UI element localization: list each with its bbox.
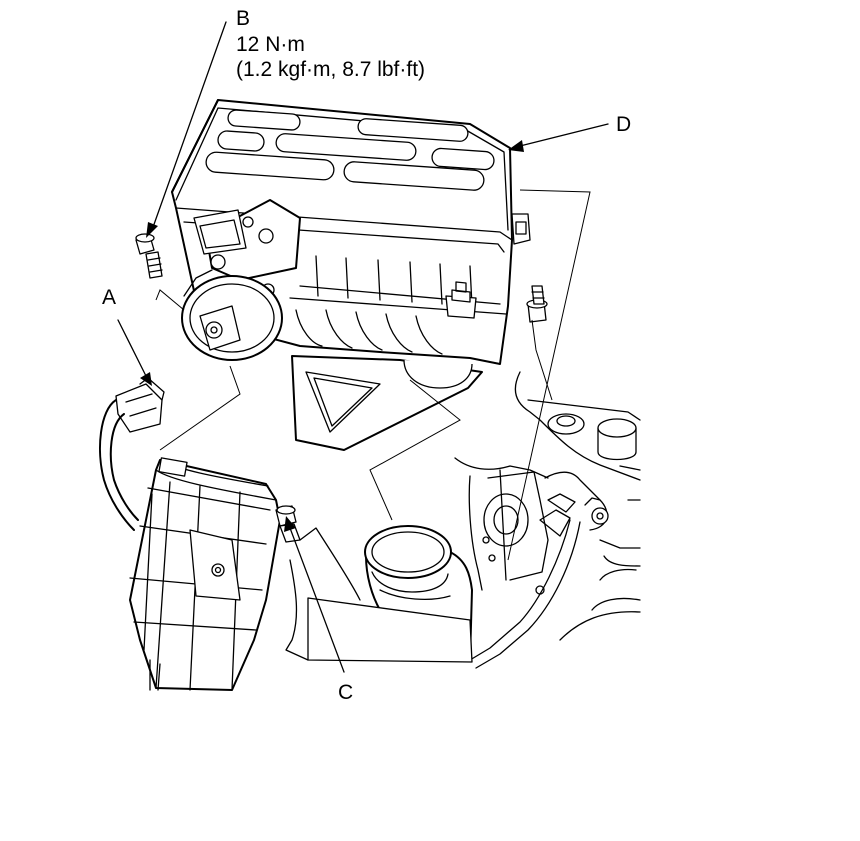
callout-label-b: B [236,7,251,30]
torque-spec-alt: (1.2 kgf·m, 8.7 lbf·ft) [236,58,426,81]
bolt-b [135,233,163,279]
arrow-c-head [284,516,296,532]
arrow-a-head [140,372,152,386]
callout-label-d: D [616,113,632,136]
arrow-d-head [508,140,524,152]
engine-compartment [454,371,641,669]
torque-spec: 12 N·m [236,33,305,56]
connector-a [99,377,165,531]
alignment-lines [155,189,591,561]
air-cleaner-lower-case [291,355,483,451]
intake-duct [285,525,473,663]
callout-label-c: C [338,681,354,704]
bolt-right [526,285,548,323]
intake-resonator [129,457,281,691]
callout-label-a: A [102,286,117,309]
mass-air-flow-sensor [181,199,301,361]
arrow-b-head [146,222,158,238]
callout-arrows [117,21,609,673]
